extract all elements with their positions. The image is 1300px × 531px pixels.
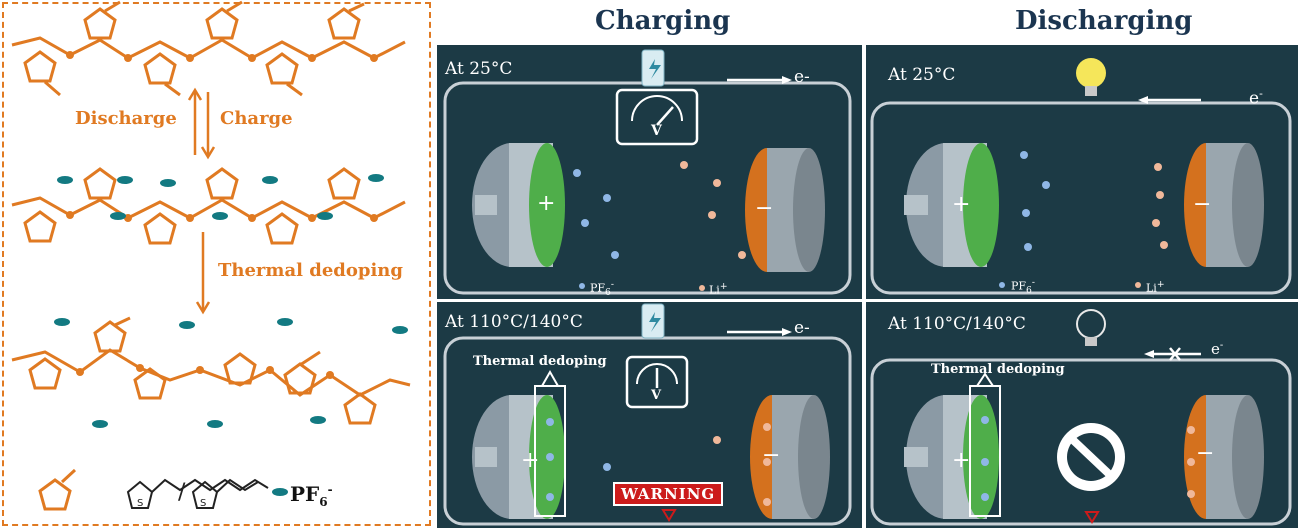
voltmeter-icon: [615, 88, 699, 146]
pf6-ions: [1020, 151, 1050, 251]
polymer-chain-doped-free: [11, 0, 406, 97]
li-ions: [1152, 163, 1168, 249]
svg-text:S: S: [200, 498, 206, 509]
panel-charging-25c: + − At 25°C e- V PF6- Li+: [437, 45, 862, 299]
pf6-ions: [546, 418, 611, 501]
li-legend: Li+: [709, 281, 728, 297]
legend-pf6-dot: [272, 488, 288, 496]
svg-text:−: −: [1193, 192, 1211, 217]
svg-text:+: +: [521, 448, 539, 473]
warning-triangle-icon: [661, 509, 677, 522]
pf6-anions-free: [54, 318, 408, 428]
lit-bulb-icon: [1076, 58, 1106, 88]
polymer-chain-doped: [11, 167, 406, 245]
pf6-legend: PF6-: [590, 279, 614, 298]
li-ions: [680, 161, 746, 259]
polymer-chain-dedoped: [11, 316, 411, 425]
panel-discharging-25c: + − At 25°C e- PF6- Li+: [866, 45, 1298, 299]
unlit-bulb-icon: [1076, 309, 1106, 339]
legend-thiophene-icons: [38, 468, 77, 511]
thermal-dedoping-arrow: [195, 232, 211, 315]
legend-separator: /: [178, 480, 186, 505]
pf6-ions: [981, 416, 989, 501]
warning-badge: WARNING: [613, 482, 724, 506]
panel-discharging-high-temp: + − At 110°C/140°C e- Thermal dedoping: [866, 302, 1298, 528]
charge-label: Charge: [220, 108, 293, 129]
charge-discharge-arrows: [187, 87, 216, 160]
thermal-dedoping-label: Thermal dedoping: [218, 260, 403, 281]
svg-text:+: +: [952, 192, 970, 217]
pf6-ions: [573, 169, 619, 259]
li-legend: Li+: [1146, 279, 1165, 295]
temperature-label: At 110°C/140°C: [445, 312, 583, 332]
svg-text:+: +: [537, 191, 555, 216]
temperature-label: At 25°C: [888, 65, 956, 85]
svg-text:+: +: [952, 448, 970, 473]
warning-triangle-icon: [1084, 511, 1100, 524]
li-ions: [713, 423, 771, 506]
charging-title: Charging: [595, 6, 731, 36]
voltmeter-label: V: [651, 123, 662, 139]
voltmeter-label: V: [651, 388, 662, 403]
electron-label: e-: [1249, 87, 1263, 109]
svg-text:−: −: [1196, 441, 1214, 466]
electron-label: e-: [1211, 340, 1224, 358]
electron-label: e-: [794, 318, 810, 338]
svg-text:S: S: [137, 498, 143, 509]
panel-charging-high-temp: + − At 110°C/140°C e- V Thermal dedoping…: [437, 302, 862, 528]
temperature-label: At 110°C/140°C: [888, 314, 1026, 334]
li-ions: [1187, 426, 1195, 498]
electron-label: e-: [794, 67, 810, 87]
polymer-scheme-box: [2, 2, 431, 526]
pf6-legend: PF6-: [1011, 277, 1035, 296]
polymer-scheme: S S: [11, 0, 411, 511]
svg-text:−: −: [755, 196, 773, 221]
pf6-anions-doped: [57, 174, 384, 220]
legend-pf6-label: PF6-: [290, 482, 333, 509]
thermal-dedoping-label: Thermal dedoping: [931, 362, 1065, 377]
discharging-title: Discharging: [1015, 6, 1193, 36]
discharge-label: Discharge: [75, 108, 177, 129]
legend-alkyl-thiophene: [126, 478, 269, 509]
thermal-dedoping-label: Thermal dedoping: [473, 354, 607, 369]
temperature-label: At 25°C: [445, 59, 513, 79]
